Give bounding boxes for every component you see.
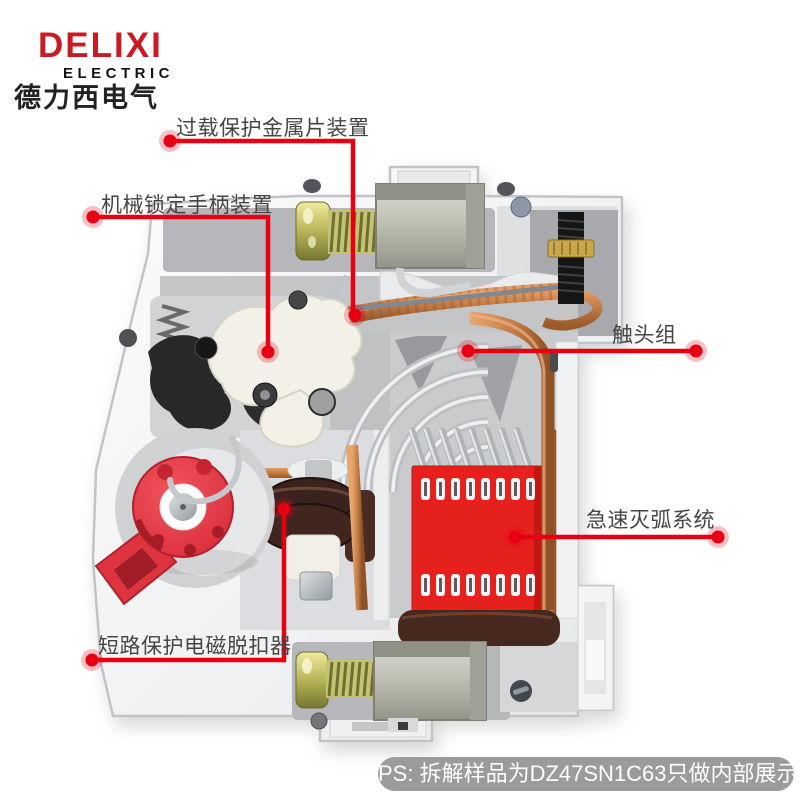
right-inner-wall <box>555 341 579 619</box>
calibration-bolt <box>547 212 595 304</box>
annotation-leaders <box>81 130 729 671</box>
coil-end-cylinder <box>398 610 560 646</box>
logo-subtitle-text: ELECTRIC <box>63 65 174 82</box>
label-contact-group: 触头组 <box>612 324 677 347</box>
bottom-terminal <box>295 610 560 732</box>
trip-mechanism <box>148 275 363 448</box>
label-mechanical-handle-lock: 机械锁定手柄装置 <box>101 194 273 217</box>
arc-splitter-fins <box>408 427 533 472</box>
bolt-brass-nut <box>547 239 595 258</box>
terminal-screw-head-bottom <box>295 651 329 709</box>
bimetal-strip <box>351 283 569 312</box>
leader-magnetic-trip <box>92 509 287 663</box>
terminal-screw-head <box>295 201 331 261</box>
arc-chute <box>408 341 579 619</box>
leader-overload <box>170 138 356 315</box>
leader-handle-lock <box>93 214 271 352</box>
logo-chinese-text: 德力西电气 <box>14 83 159 113</box>
din-rail-seat <box>577 585 614 711</box>
label-short-circuit-magnetic-trip: 短路保护电磁脱扣器 <box>98 635 292 658</box>
label-overload-bimetal-device: 过载保护金属片装置 <box>176 117 370 140</box>
trip-lever-white <box>206 294 363 408</box>
logo-brand-text: DELIXI <box>38 26 163 65</box>
top-terminal <box>295 183 485 298</box>
toggle-handle <box>94 428 275 606</box>
label-arc-extinguishing-system: 急速灭弧系统 <box>586 509 715 532</box>
ps-note-pill: PS: 拆解样品为DZ47SN1C63只做内部展示! <box>378 757 800 791</box>
handle-spring-wire <box>167 435 242 505</box>
delixi-logo: DELIXI ELECTRIC 德力西电气 <box>14 28 174 112</box>
housing-rivets <box>119 179 558 730</box>
solenoid-plunger <box>299 571 333 601</box>
arc-chute-slots <box>421 478 535 596</box>
